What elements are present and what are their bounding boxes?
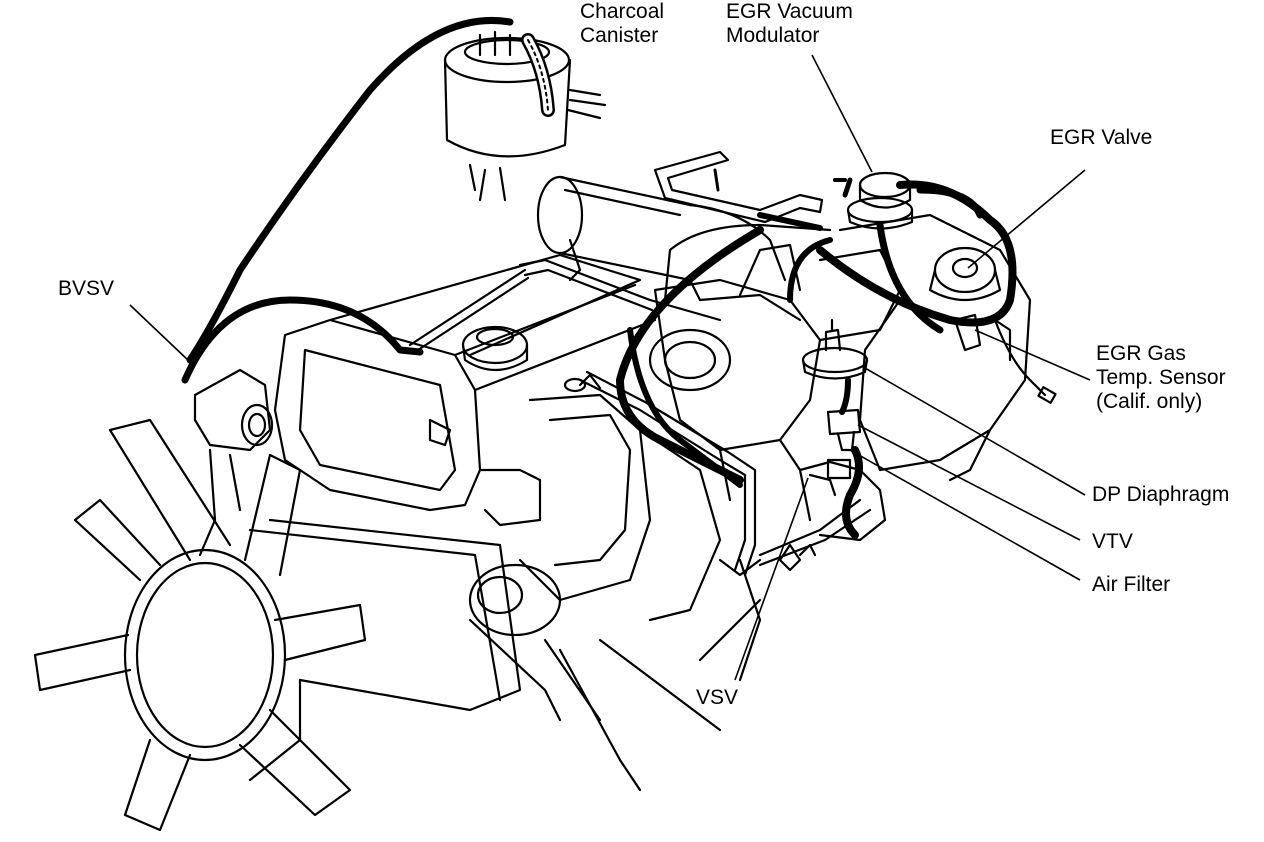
charcoal-canister-label: Charcoal Canister	[580, 0, 664, 48]
metal-vacuum-tubes	[408, 150, 872, 577]
egr-vacuum-modulator-leader	[811, 54, 873, 173]
vtv-leader	[857, 424, 1081, 541]
air-filter-label: Air Filter	[1092, 573, 1171, 596]
vsv-leader	[734, 477, 809, 681]
egr-pipe-body	[663, 213, 1032, 482]
vsv-label: VSV	[696, 686, 739, 709]
distributor-housing	[518, 373, 722, 622]
charcoal-canister-label-line1: Charcoal	[580, 0, 665, 23]
bvsv-label: BVSV	[58, 277, 115, 300]
dp-diaphragm-part	[801, 318, 869, 380]
charcoal-canister-part	[443, 30, 607, 202]
leader-lines	[129, 54, 1091, 681]
egr-valve-label: EGR Valve	[1050, 126, 1153, 149]
egr-vacuum-modulator-label-line2: Modulator	[726, 24, 820, 47]
egr-valve-leader	[967, 169, 1086, 269]
egr-gas-temp-sensor-label: EGR Gas Temp. Sensor (Calif. only)	[1096, 342, 1226, 414]
egr-vacuum-modulator-label: EGR Vacuum Modulator	[726, 0, 853, 48]
egr-valve-part	[928, 246, 1002, 301]
vtv-label: VTV	[1092, 530, 1133, 553]
vsv-part	[778, 458, 887, 572]
dp-diaphragm-leader	[864, 367, 1086, 496]
egr-gas-temp-sensor-label-line1: EGR Gas	[1096, 342, 1186, 365]
bvsv-leader	[129, 304, 191, 363]
thermostat-housing	[193, 368, 274, 557]
egr-gas-temp-sensor-label-line2: Temp. Sensor	[1096, 366, 1226, 389]
egr-temp-sensor-leader	[974, 329, 1091, 381]
air-filter-leader	[849, 449, 1081, 581]
egr-vacuum-modulator-label-line1: EGR Vacuum	[726, 0, 853, 23]
vtv-part	[826, 408, 862, 452]
oil-filler-cap	[461, 325, 529, 371]
egr-vacuum-modulator-part	[833, 171, 914, 230]
engine-block	[248, 518, 762, 792]
egr-gas-temp-sensor-label-line3: (Calif. only)	[1096, 390, 1203, 413]
egr-temp-sensor-part	[953, 313, 1057, 404]
dp-diaphragm-label: DP Diaphragm	[1092, 483, 1230, 506]
vacuum-hoses	[181, 16, 1017, 539]
charcoal-canister-label-line2: Canister	[580, 24, 659, 47]
